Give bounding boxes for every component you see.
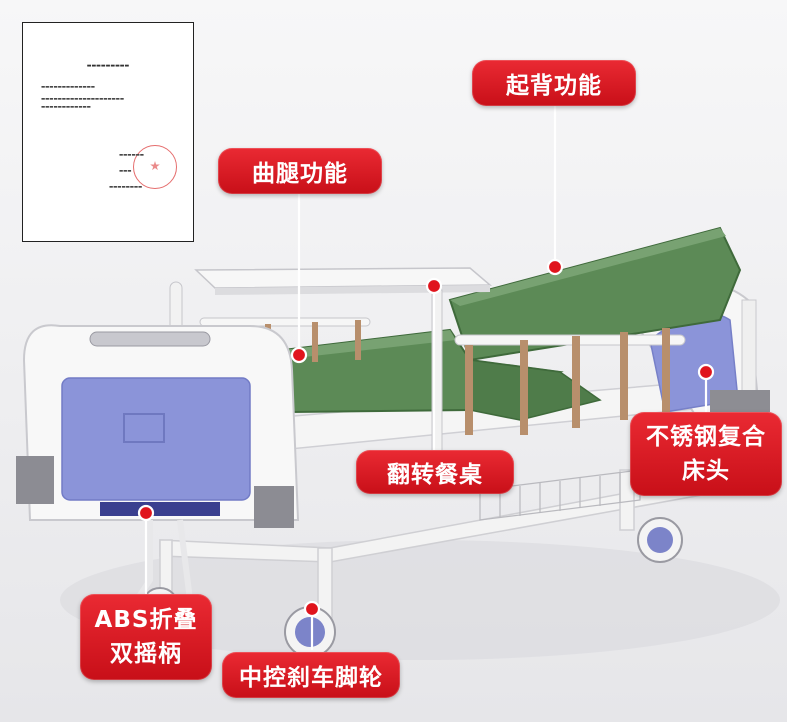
storage-rack [479,469,641,521]
label-headboard: 不锈钢复合 床头 [630,412,782,496]
certificate-document-image: ▬▬▬▬▬▬▬▬▬ ▬▬▬▬▬▬▬▬▬▬▬▬▬ ▬▬▬▬▬▬▬▬▬▬▬▬▬▬▬▬… [22,22,194,242]
doc-line: ▬▬▬▬▬▬ [119,153,144,158]
label-brake-wheel: 中控刹车脚轮 [222,652,400,698]
label-brake-wheel-text: 中控刹车脚轮 [239,665,383,691]
doc-line: ▬▬▬▬▬▬▬▬ [109,185,143,190]
doc-line: ▬▬▬▬▬▬▬▬▬▬▬▬▬▬▬▬▬▬▬▬ [41,97,124,102]
label-headboard-line2: 床头 [682,458,730,484]
callout-markers [137,258,715,618]
footboard [16,324,300,528]
doc-title: ▬▬▬▬▬▬▬▬▬ [86,63,130,69]
label-headboard-line1: 不锈钢复合 [646,424,766,450]
label-crank: ABS折叠 双摇柄 [80,594,212,680]
label-crank-line1: ABS折叠 [94,607,198,633]
doc-line: ▬▬▬▬▬▬▬▬▬▬▬▬▬ [41,85,95,90]
marker-leg-bend [290,346,308,364]
label-back-lift-text: 起背功能 [506,73,602,99]
label-crank-line2: 双摇柄 [110,641,182,667]
doc-line: ▬▬▬ [119,169,132,174]
label-leg-bend-text: 曲腿功能 [252,161,348,187]
label-flip-table: 翻转餐桌 [356,450,514,494]
side-rail-near [454,328,686,435]
marker-brake-wheel [303,600,321,618]
red-seal-stamp [133,145,177,189]
doc-line: ▬▬▬▬▬▬▬▬▬▬▬▬ [41,105,91,110]
marker-back-lift [546,258,564,276]
label-back-lift: 起背功能 [472,60,636,106]
marker-crank [137,504,155,522]
label-flip-table-text: 翻转餐桌 [387,462,483,488]
label-leg-bend: 曲腿功能 [218,148,382,194]
marker-flip-table [425,277,443,295]
marker-headboard [697,363,715,381]
